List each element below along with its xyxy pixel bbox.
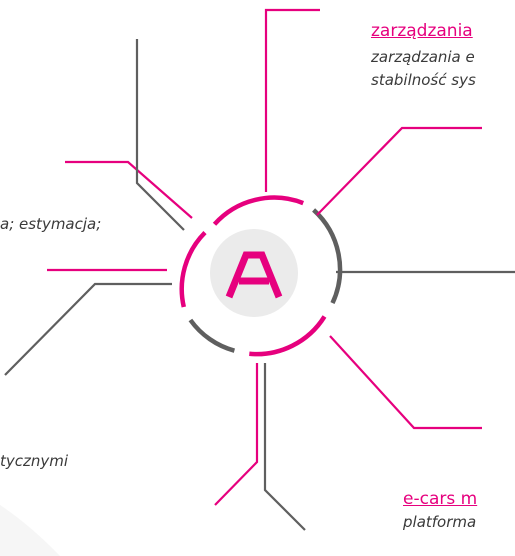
ring-arc-right-bottom [249,315,327,357]
spoke-top [264,8,320,192]
logo-icon [225,251,283,299]
top-right-desc-line1: zarządzania e [371,48,475,66]
spoke-bottom [214,363,259,506]
ring-arc-left [179,231,207,308]
bottom-right-link[interactable]: e-cars m [403,489,478,509]
ring-arc-bottom [188,318,236,353]
spoke-upper-left [65,160,193,219]
top-right-desc-line2: stabilność sys [371,71,476,89]
left-middle-desc: a; estymacja; [0,215,102,233]
spoke-top-right [316,126,482,216]
bottom-right-desc: platforma [403,513,477,531]
logo-circle [210,229,298,317]
top-right-link[interactable]: zarządzania [371,21,473,41]
ring-arc-top [212,195,305,226]
ring-arc-right-top [312,208,343,305]
spoke-bottom-right [329,335,482,430]
spoke-top-left [135,39,185,231]
left-bottom-desc: tycznymi [0,452,69,470]
spoke-bottom-2 [263,363,306,531]
spoke-left-bottom [4,282,172,376]
